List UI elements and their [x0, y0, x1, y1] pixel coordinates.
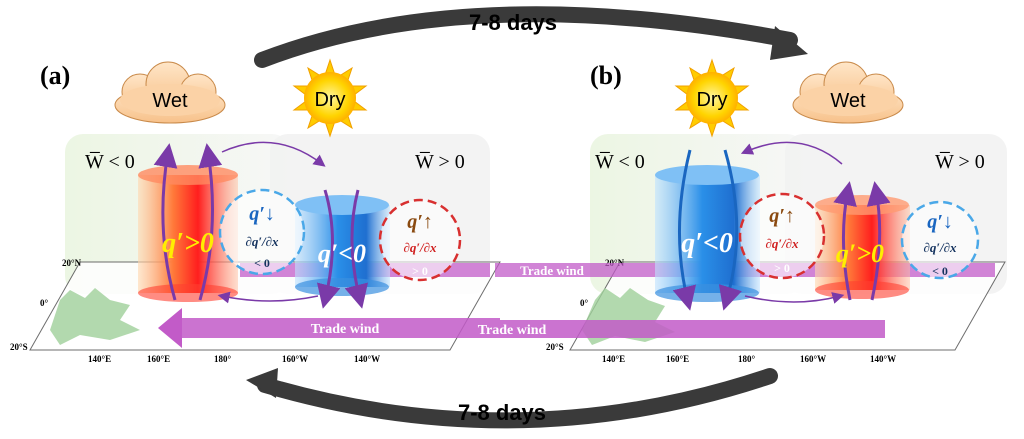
panel-b-label: (b): [590, 61, 622, 90]
panel-a-circ-top: [221, 141, 326, 167]
panel-b-downdraft-left: [672, 149, 697, 311]
panel-a-downdraft-right: [344, 189, 369, 309]
panel-a-downdraft-left: [316, 189, 341, 309]
panel-a-trade-wind-lower: [180, 318, 500, 338]
panel-a-right-sign: > 0: [412, 264, 428, 278]
panel-a-lat-0: 0°: [40, 298, 49, 308]
panel-b-dry-text: q′<0: [681, 228, 733, 259]
panel-a-left-gradient: ∂q′/∂x: [245, 234, 279, 249]
panel-a-right-circle: [378, 198, 462, 282]
panel-b-lat-20s: 20°S: [546, 342, 564, 352]
panel-b-left-tendency: q′↑: [769, 205, 795, 227]
panel-a-updraft-right: [198, 143, 223, 301]
panel-a-dry-column: [295, 195, 390, 296]
panel-b-lon-4: 140°W: [870, 354, 896, 364]
panel-b-right-circle: [900, 200, 980, 280]
panel-a-left-circle: [218, 188, 306, 276]
panel-b: (b) 20°N 0° 20°S 140°E 160°E 180° 160°W …: [478, 58, 1007, 364]
panel-b-left-gradient: ∂q′/∂x: [765, 236, 799, 251]
cycle-arrow-bottom: [257, 368, 778, 429]
panel-a-lon-3: 160°W: [282, 354, 308, 364]
panel-a-w-right: W̅ > 0: [415, 151, 465, 173]
panel-b-sun: [674, 58, 750, 138]
panel-b-lon-1: 160°E: [666, 354, 689, 364]
cycle-label-top: 7-8 days: [469, 10, 557, 35]
panel-b-left-sign: > 0: [774, 261, 790, 275]
panel-b-w-right: W̅ > 0: [935, 151, 985, 173]
panel-b-right-sign: < 0: [932, 264, 948, 278]
panel-b-trade-wind-label: Trade wind: [478, 323, 547, 338]
panel-b-trade-wind-lower: [500, 320, 885, 338]
panel-b-lon-3: 160°W: [800, 354, 826, 364]
panel-a-lon-4: 140°W: [354, 354, 380, 364]
cycle-arrowhead-bottom: [246, 368, 278, 398]
panel-a-sun-text: Dry: [314, 89, 345, 111]
panel-b-w-left: W̅ < 0: [595, 151, 645, 173]
panel-b-lon-0: 140°E: [602, 354, 625, 364]
panel-a-w-left: W̅ < 0: [85, 151, 135, 173]
panel-a-lat-20s: 20°S: [10, 342, 28, 352]
panel-a-trade-wind-arrowhead: [158, 308, 182, 348]
panel-b-circ-bottom: [744, 292, 845, 304]
panel-b-downdraft-right: [718, 149, 742, 311]
panel-a-trade-wind-label: Trade wind: [311, 322, 380, 337]
panel-b-right-tendency: q′↓: [927, 211, 953, 233]
panel-b-lat-0: 0°: [580, 298, 589, 308]
panel-a-land: [50, 288, 140, 345]
panel-b-lon-2: 180°: [738, 354, 756, 364]
panel-a-lon-2: 180°: [214, 354, 232, 364]
panel-b-left-circle: [738, 192, 826, 280]
panel-b-sun-text: Dry: [696, 89, 727, 111]
panel-b-updraft-left: [833, 181, 857, 301]
cycle-label-bottom: 7-8 days: [458, 400, 546, 425]
panel-b-cloud: [792, 61, 904, 124]
cycle-arrowhead-top: [770, 26, 808, 60]
panel-a-lat-20n: 20°N: [62, 258, 82, 268]
panel-b-trade-wind-upper-label: Trade wind: [520, 263, 584, 278]
panel-a-moist-text: q′>0: [162, 228, 214, 259]
panel-a-right-tendency: q′↑: [407, 211, 433, 233]
panel-a-left-sign: < 0: [254, 256, 270, 270]
panel-a-cloud-text: Wet: [152, 90, 188, 112]
panel-a-cloud: [114, 61, 226, 124]
cycle-arrow-top: [254, 6, 798, 68]
panel-b-moist-text: q′>0: [836, 239, 884, 268]
panel-a-left-tendency: q′↓: [249, 203, 275, 225]
panel-a-updraft-left: [153, 143, 178, 301]
panel-b-circ-top: [740, 141, 843, 165]
panel-b-right-gradient: ∂q′/∂x: [923, 240, 957, 255]
panel-a-lon-0: 140°E: [88, 354, 111, 364]
panel-a-right-gradient: ∂q′/∂x: [403, 240, 437, 255]
panel-a-lon-1: 160°E: [147, 354, 170, 364]
panel-a-sun: [292, 58, 368, 138]
panel-a: (a) 20°N 0° 20°S 140°E 160°E 180° 160°W …: [10, 58, 501, 364]
panel-a-label: (a): [40, 61, 70, 90]
panel-b-updraft-right: [866, 181, 891, 301]
panel-a-dry-text: q′<0: [318, 239, 366, 268]
panel-b-cloud-text: Wet: [830, 90, 866, 112]
panel-a-circ-bottom: [217, 291, 319, 304]
